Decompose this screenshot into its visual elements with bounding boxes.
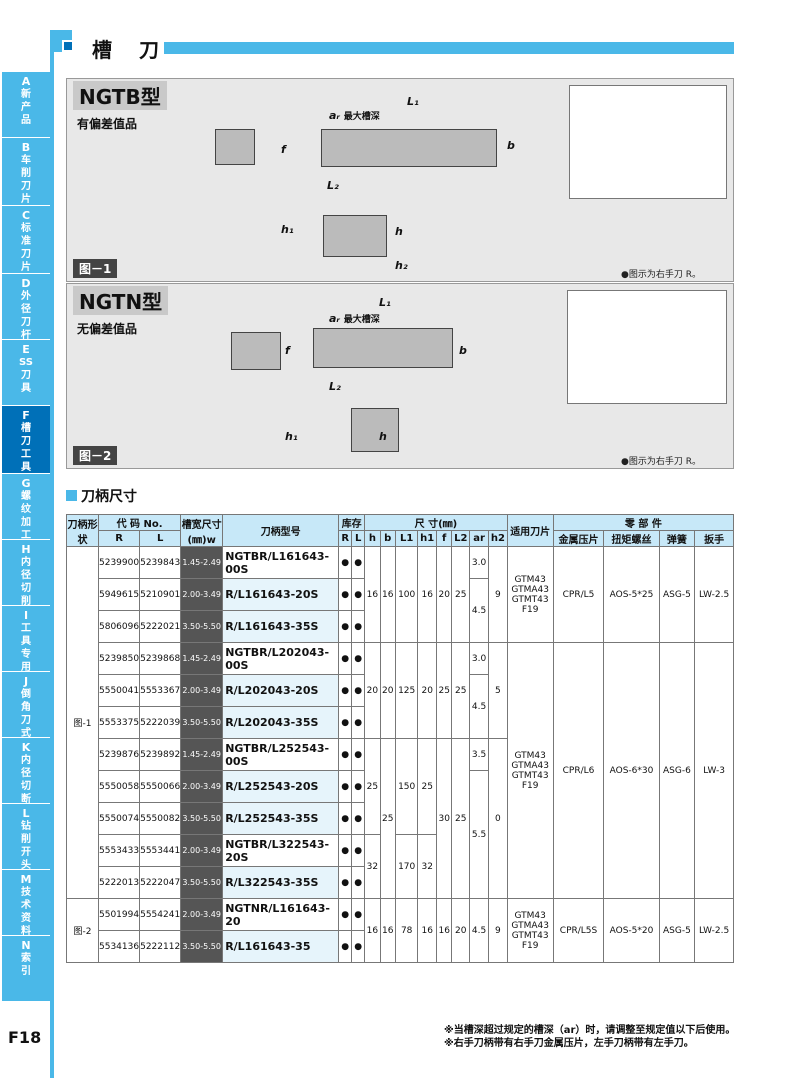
machining-diagram bbox=[567, 290, 727, 404]
page-edge-line bbox=[50, 38, 54, 1078]
title-bar bbox=[164, 42, 734, 54]
shank-dimension-table: 刀柄形状 代 码 No. 槽宽尺寸(㎜)w 刀柄型号 库存 尺 寸(㎜) 适用刀… bbox=[66, 514, 735, 963]
panel-subtitle: 有偏差值品 bbox=[77, 117, 138, 131]
tab-k[interactable]: K内径切断刀 bbox=[2, 738, 50, 818]
panel-title: NGTB型 bbox=[73, 81, 167, 110]
shank-top-view bbox=[313, 328, 453, 368]
panel-ngtn: NGTN型 无偏差值品 L₁ aᵣ 最大槽深 f b L₂ h₁ h 图－2 ●… bbox=[66, 283, 734, 469]
machining-diagram bbox=[569, 85, 727, 199]
figure-label: 图－1 bbox=[73, 259, 118, 278]
page-title: 槽 刀 bbox=[92, 38, 169, 62]
panel-ngtb: NGTB型 有偏差值品 L₁ aᵣ 最大槽深 f b L₂ h₁ h h₂ 图－… bbox=[66, 78, 734, 282]
shank-side-view bbox=[351, 408, 399, 452]
tab-h[interactable]: H内径切削工具 bbox=[2, 540, 50, 633]
section-title: 刀柄尺寸 bbox=[66, 486, 137, 506]
insert-end-view bbox=[231, 332, 281, 370]
page-number: F18 bbox=[8, 1028, 42, 1047]
hand-note: ●图示为右手刀 R。 bbox=[621, 270, 701, 280]
shank-top-view bbox=[321, 129, 497, 167]
title-square-icon-inner bbox=[62, 40, 74, 52]
shank-side-view bbox=[323, 215, 387, 257]
insert-end-view bbox=[215, 129, 255, 165]
figure-label: 图－2 bbox=[73, 446, 118, 465]
panel-subtitle: 无偏差值品 bbox=[77, 322, 138, 336]
tab-l[interactable]: L钻削开头式 bbox=[2, 804, 50, 884]
footnote: ※当槽深超过规定的槽深（ar）时，请调整至规定值以下后使用。※右手刀柄带有右手刀… bbox=[444, 1025, 736, 1049]
hand-note: ●图示为右手刀 R。 bbox=[621, 457, 701, 467]
panel-title: NGTN型 bbox=[73, 286, 169, 315]
